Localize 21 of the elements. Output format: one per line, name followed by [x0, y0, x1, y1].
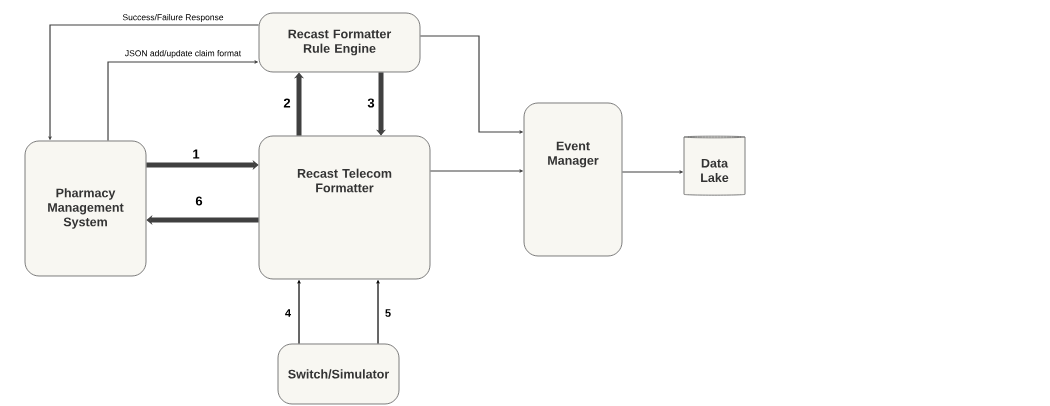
database-cylinder: Data Lake: [683, 135, 746, 196]
arrow: [48, 24, 260, 140]
edge-label: 6: [195, 196, 203, 206]
process-box: Pharmacy Management System: [24, 140, 147, 277]
arrow: [107, 60, 258, 142]
edge-label: 3: [367, 98, 375, 108]
edge-label: 1: [193, 149, 200, 159]
edge-label: JSON add/update claim format: [125, 50, 242, 58]
process-box: Event Manager: [523, 102, 623, 257]
process-box: Recast Formatter Rule Engine: [258, 12, 421, 73]
edge-label: 4: [285, 309, 291, 317]
process-box: Recast Telecom Formatter: [258, 135, 431, 280]
arrow: [376, 280, 380, 345]
arrow: [297, 280, 301, 345]
arrow: [621, 170, 683, 174]
arrow: [419, 35, 523, 134]
process-box: Switch/Simulator: [277, 343, 400, 405]
edge-label: 5: [385, 309, 391, 317]
arrow: [429, 169, 523, 173]
edge-label: 2: [283, 98, 291, 108]
edge-label: Success/Failure Response: [122, 14, 224, 22]
